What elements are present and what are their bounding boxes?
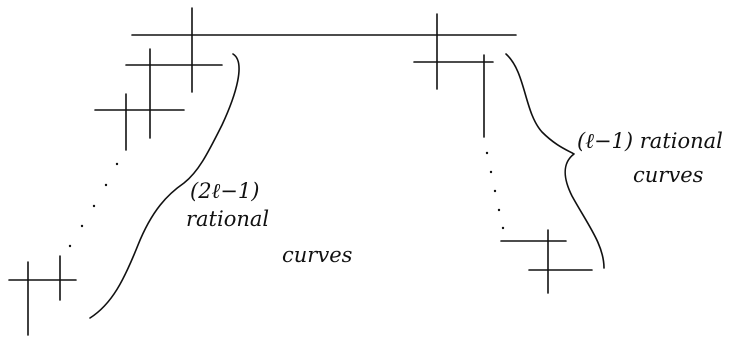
right-ellipsis-dot bbox=[493, 189, 497, 193]
right-brace-label-line1: (ℓ−1) rational bbox=[577, 129, 723, 153]
left-ellipsis-dot bbox=[80, 224, 84, 228]
left-brace-count-label: (2ℓ−1) bbox=[190, 179, 259, 203]
left-ellipsis-dot bbox=[68, 244, 72, 248]
right-ellipsis-dot bbox=[501, 226, 505, 230]
right-ellipsis-dot bbox=[489, 170, 493, 174]
left-ellipsis-dot bbox=[92, 204, 96, 208]
left-ellipsis-dot bbox=[104, 183, 108, 187]
left-ellipsis-dot bbox=[115, 162, 119, 166]
right-ellipsis-dot bbox=[497, 208, 501, 212]
left-brace-word-curves: curves bbox=[282, 243, 353, 267]
right-chain bbox=[413, 13, 593, 294]
left-brace-word-rational: rational bbox=[186, 207, 269, 231]
right-brace-label-line2: curves bbox=[633, 163, 704, 187]
left-chain bbox=[8, 7, 223, 336]
left-brace bbox=[89, 53, 240, 319]
right-ellipsis-dot bbox=[485, 151, 489, 155]
right-brace bbox=[505, 53, 605, 269]
